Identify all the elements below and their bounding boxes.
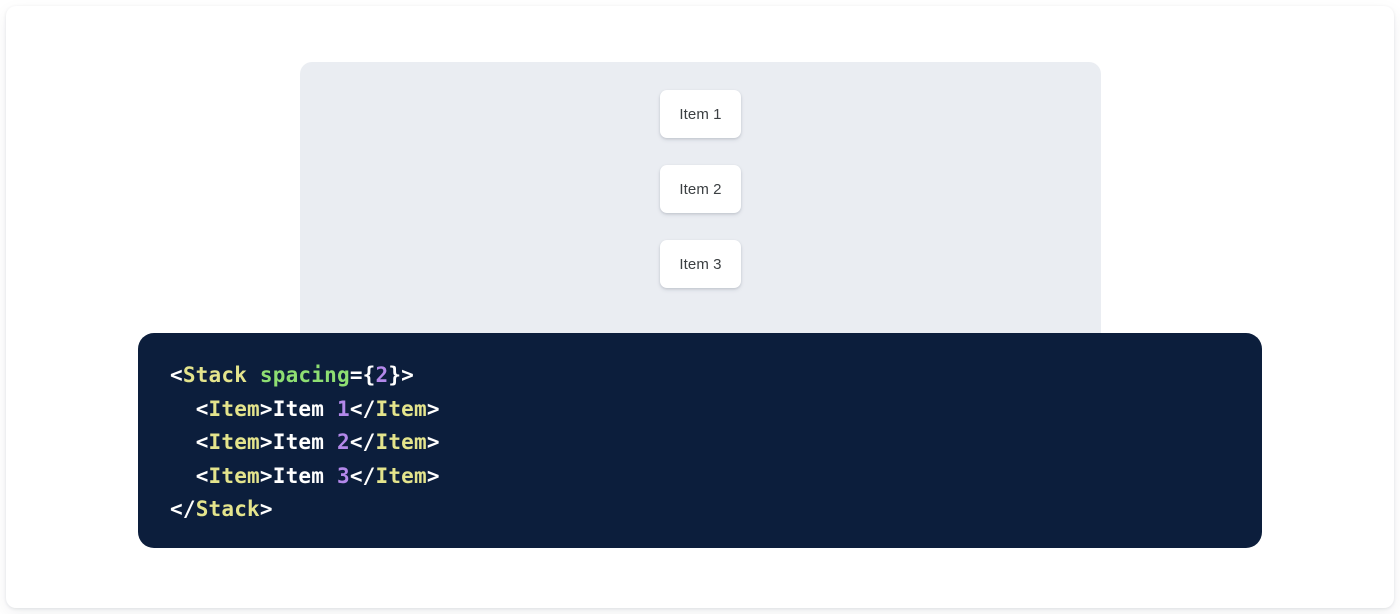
code-line: <Stack spacing={2}> — [170, 359, 1262, 393]
stack-container: Item 1 Item 2 Item 3 — [300, 62, 1101, 288]
code-token-punct: }> — [388, 363, 415, 387]
code-token-attr: spacing — [259, 363, 350, 387]
code-token-text — [247, 363, 260, 387]
code-token-punct: > — [259, 396, 273, 421]
code-token-punct: < — [195, 430, 209, 454]
code-body: <Stack spacing={2}> <Item>Item 1</Item> … — [170, 359, 1262, 527]
code-token-punct: </ — [349, 396, 376, 421]
code-token-text: Item — [272, 430, 337, 454]
code-token-num: 2 — [336, 430, 350, 454]
code-line: </Stack> — [170, 493, 1262, 527]
code-token-punct: ={ — [349, 363, 376, 387]
code-token-punct: > — [426, 396, 440, 421]
code-snippet: <Stack spacing={2}> <Item>Item 1</Item> … — [170, 359, 1262, 527]
code-line: <Item>Item 2</Item> — [170, 426, 1262, 460]
code-token-punct: </ — [349, 430, 376, 454]
code-line: <Item>Item 1</Item> — [170, 393, 1262, 427]
stack-item[interactable]: Item 3 — [660, 240, 741, 288]
component-preview-panel: Item 1 Item 2 Item 3 — [300, 62, 1101, 362]
code-token-punct: </ — [349, 463, 376, 488]
code-token-tag: Item — [208, 430, 260, 454]
code-snippet-block[interactable]: <Stack spacing={2}> <Item>Item 1</Item> … — [138, 333, 1262, 548]
code-token-tag: Item — [375, 463, 427, 488]
code-token-num: 1 — [336, 396, 350, 421]
code-token-punct: > — [426, 430, 440, 454]
code-token-punct: < — [195, 463, 209, 488]
code-line: <Item>Item 3</Item> — [170, 460, 1262, 494]
code-token-tag: Item — [375, 396, 427, 421]
code-token-punct: > — [259, 430, 273, 454]
code-token-tag: Stack — [182, 363, 248, 387]
code-token-punct: < — [195, 396, 209, 421]
code-token-punct: < — [170, 363, 183, 387]
code-token-punct: > — [259, 463, 273, 488]
code-token-num: 2 — [375, 363, 389, 387]
code-token-tag: Item — [375, 430, 427, 454]
stack-item[interactable]: Item 2 — [660, 165, 741, 213]
code-token-tag: Item — [208, 463, 260, 488]
code-token-tag: Stack — [195, 497, 260, 521]
code-token-punct: > — [259, 497, 273, 521]
code-token-tag: Item — [208, 396, 260, 421]
code-token-punct: </ — [170, 497, 196, 521]
code-token-num: 3 — [336, 463, 350, 488]
code-token-text: Item — [272, 463, 337, 488]
code-token-punct: > — [426, 463, 440, 488]
stack-item[interactable]: Item 1 — [660, 90, 741, 138]
code-token-text: Item — [272, 396, 337, 421]
page-card: Item 1 Item 2 Item 3 <Stack spacing={2}>… — [6, 6, 1394, 608]
